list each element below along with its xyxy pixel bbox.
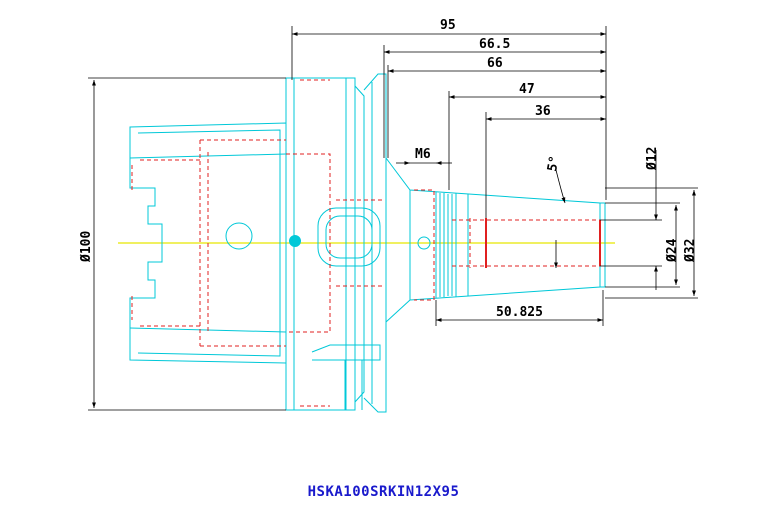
dim-95: 95 bbox=[440, 18, 456, 33]
hidden-lines bbox=[131, 79, 600, 407]
dim-thread-m6: M6 bbox=[415, 147, 431, 162]
dim-nose-24: Ø24 bbox=[665, 238, 680, 263]
dim-66-5: 66.5 bbox=[479, 37, 510, 52]
dim-50-825: 50.825 bbox=[496, 305, 543, 320]
part-outline bbox=[129, 73, 606, 413]
dimension-lines bbox=[88, 26, 698, 411]
bore-solid bbox=[289, 218, 601, 268]
dim-66: 66 bbox=[487, 56, 503, 71]
dim-taper-angle: 5° bbox=[545, 155, 562, 173]
dim-nose-32: Ø32 bbox=[683, 239, 698, 263]
dim-47: 47 bbox=[519, 82, 535, 97]
dim-36: 36 bbox=[535, 104, 551, 119]
dim-flange-100: Ø100 bbox=[79, 231, 94, 263]
dim-bore-dia: Ø12 bbox=[645, 147, 660, 171]
part-number-title: HSKA100SRKIN12X95 bbox=[307, 484, 460, 500]
